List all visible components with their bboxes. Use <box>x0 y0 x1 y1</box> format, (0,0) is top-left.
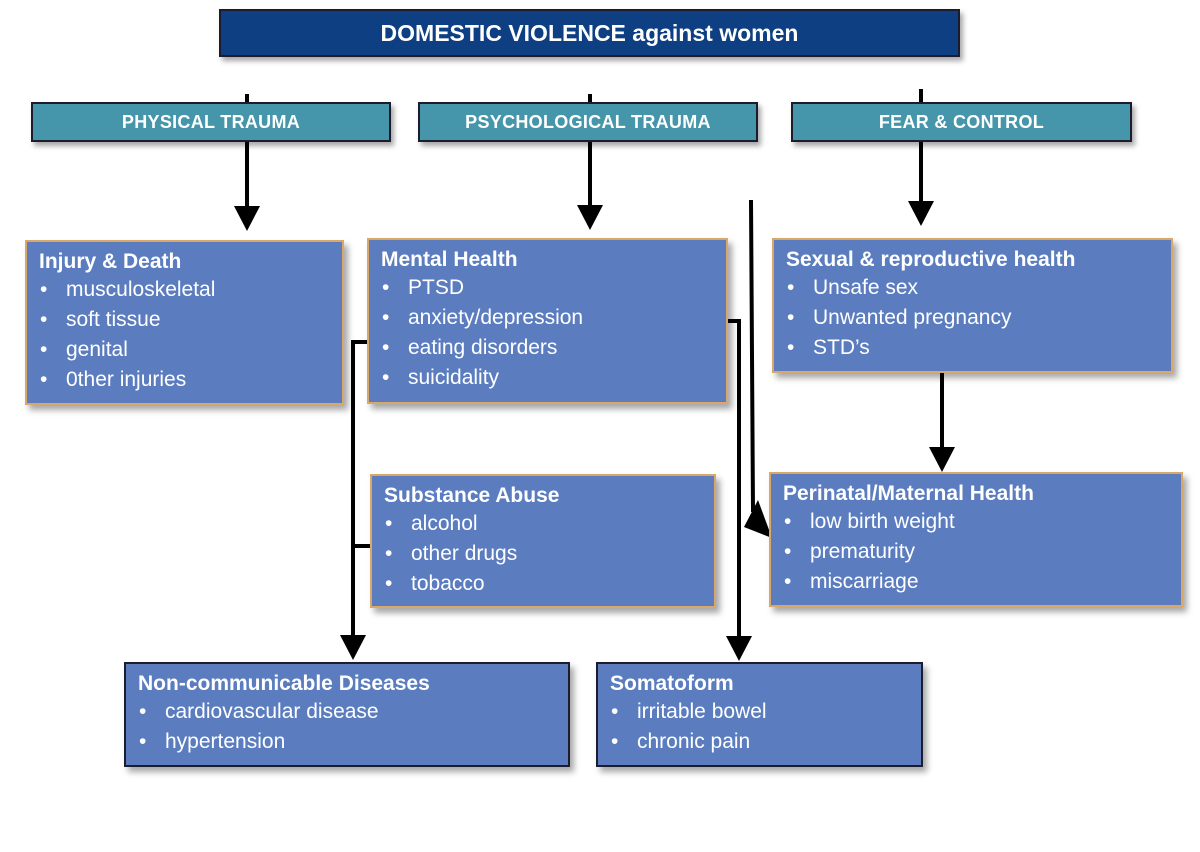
list-item: musculoskeletal <box>39 275 332 305</box>
list-item: suicidality <box>381 363 716 393</box>
list-item: low birth weight <box>783 507 1171 537</box>
item-list: irritable bowel chronic pain <box>610 697 911 757</box>
box-mental-health: Mental Health PTSD anxiety/depression ea… <box>367 238 728 404</box>
list-item: PTSD <box>381 273 716 303</box>
item-list: cardiovascular disease hypertension <box>138 697 558 757</box>
list-item: genital <box>39 335 332 365</box>
box-perinatal-maternal-health: Perinatal/Maternal Health low birth weig… <box>769 472 1183 607</box>
arrowhead <box>744 500 772 538</box>
box-heading: Substance Abuse <box>384 484 560 507</box>
arrowhead <box>340 635 366 660</box>
list-item: cardiovascular disease <box>138 697 558 727</box>
list-item: tobacco <box>384 569 704 599</box>
list-item: 0ther injuries <box>39 365 332 395</box>
category-fear-control: FEAR & CONTROL <box>791 102 1132 142</box>
list-item: eating disorders <box>381 333 716 363</box>
arrowhead <box>726 636 752 661</box>
box-substance-abuse: Substance Abuse alcohol other drugs toba… <box>370 474 716 608</box>
box-sexual-reproductive-health: Sexual & reproductive health Unsafe sex … <box>772 238 1173 373</box>
item-list: musculoskeletal soft tissue genital 0the… <box>39 275 332 395</box>
box-heading: Mental Health <box>381 248 518 271</box>
list-item: chronic pain <box>610 727 911 757</box>
item-list: alcohol other drugs tobacco <box>384 509 704 599</box>
list-item: irritable bowel <box>610 697 911 727</box>
list-item: anxiety/depression <box>381 303 716 333</box>
list-item: STD’s <box>786 333 1161 363</box>
list-item: prematurity <box>783 537 1171 567</box>
arrow-mental-substance-to-ncd <box>351 340 367 640</box>
list-item: other drugs <box>384 539 704 569</box>
arrowhead <box>234 206 260 231</box>
list-item: soft tissue <box>39 305 332 335</box>
category-physical-trauma: PHYSICAL TRAUMA <box>31 102 391 142</box>
item-list: low birth weight prematurity miscarriage <box>783 507 1171 597</box>
box-heading: Non-communicable Diseases <box>138 672 430 695</box>
box-heading: Somatoform <box>610 672 734 695</box>
list-item: Unsafe sex <box>786 273 1161 303</box>
category-psychological-trauma: PSYCHOLOGICAL TRAUMA <box>418 102 758 142</box>
arrowhead <box>929 447 955 472</box>
box-non-communicable-diseases: Non-communicable Diseases cardiovascular… <box>124 662 570 767</box>
arrowhead <box>577 205 603 230</box>
box-heading: Injury & Death <box>39 250 182 273</box>
arrowhead <box>908 201 934 226</box>
arrow-psychological-to-perinatal <box>749 199 755 513</box>
box-somatoform: Somatoform irritable bowel chronic pain <box>596 662 923 767</box>
item-list: PTSD anxiety/depression eating disorders… <box>381 273 716 393</box>
item-list: Unsafe sex Unwanted pregnancy STD’s <box>786 273 1161 363</box>
box-heading: Perinatal/Maternal Health <box>783 482 1034 505</box>
list-item: Unwanted pregnancy <box>786 303 1161 333</box>
list-item: alcohol <box>384 509 704 539</box>
diagram-title: DOMESTIC VIOLENCE against women <box>219 9 960 57</box>
list-item: miscarriage <box>783 567 1171 597</box>
box-heading: Sexual & reproductive health <box>786 248 1076 271</box>
list-item: hypertension <box>138 727 558 757</box>
arrow-mental-to-somatoform <box>727 319 741 640</box>
box-injury-death: Injury & Death musculoskeletal soft tiss… <box>25 240 344 405</box>
